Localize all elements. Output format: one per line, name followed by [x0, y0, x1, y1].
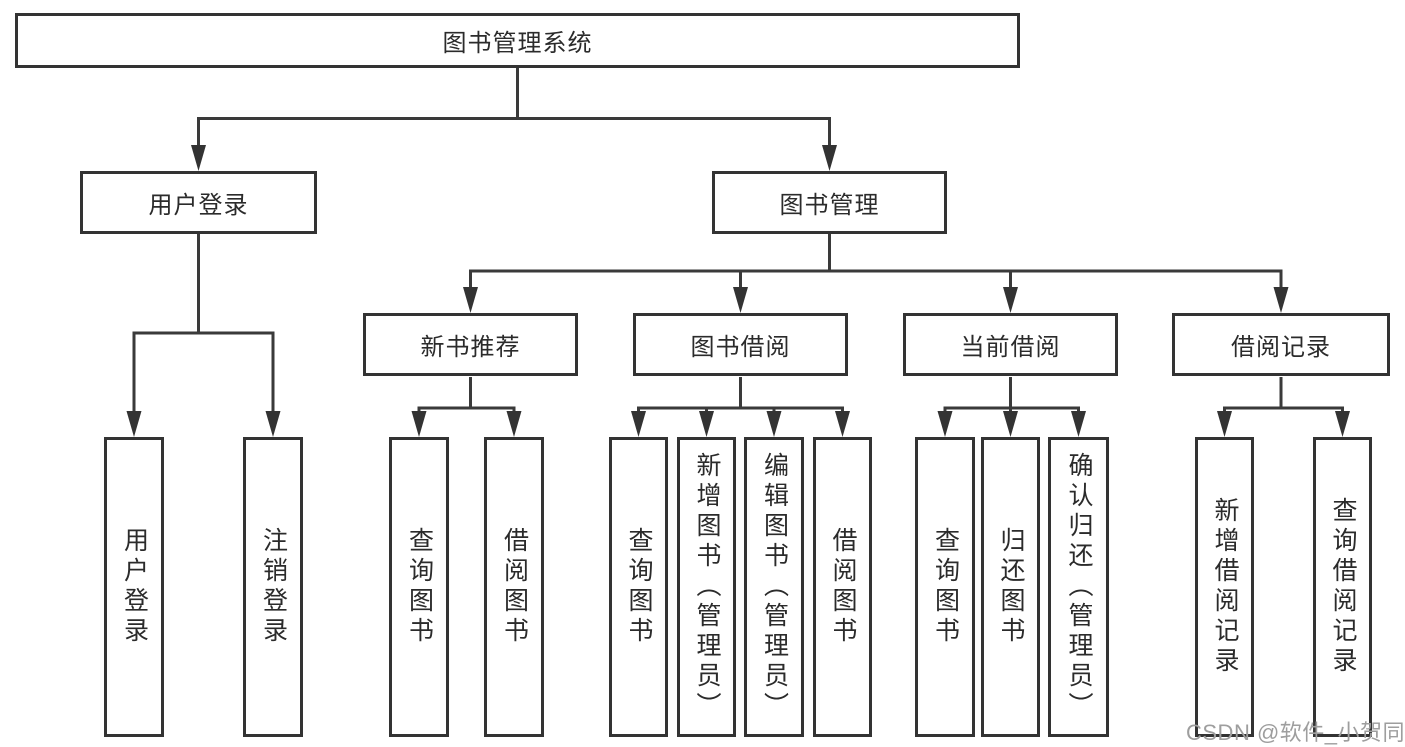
node-book-borrow: 图书借阅: [633, 313, 848, 376]
leaf-return-books: 归还图书: [981, 437, 1040, 737]
node-user-login-branch: 用户登录: [80, 171, 317, 234]
arrowhead: [1273, 287, 1289, 313]
connector-records-to-leaves: [1223, 377, 1344, 432]
csdn-watermark: CSDN @软件_小贺同学: [1186, 720, 1405, 745]
node-current-borrow: 当前借阅: [903, 313, 1118, 376]
node-book-management-branch: 图书管理: [712, 171, 947, 234]
connectors: [126, 68, 1350, 437]
arrowhead: [463, 287, 478, 313]
leaf-label: 注销登录: [259, 527, 288, 647]
connector-borrow-to-leaves: [637, 377, 844, 432]
arrowhead: [699, 411, 714, 437]
leaf-label: 新增借阅记录: [1211, 497, 1239, 677]
leaf-borrow-books: 借阅图书: [813, 437, 872, 737]
node-label: 新书推荐: [420, 334, 521, 361]
connector-root-to-level2: [197, 68, 831, 166]
arrowhead: [835, 411, 850, 437]
leaf-label: 查询图书: [405, 527, 434, 647]
arrowhead: [1003, 411, 1018, 437]
arrowhead: [1003, 287, 1018, 313]
arrowhead: [631, 411, 646, 437]
arrowhead: [126, 411, 142, 437]
arrowhead: [1335, 411, 1350, 437]
arrowhead: [411, 411, 427, 437]
leaf-confirm-return-admin: 确认归还（管理员）: [1048, 437, 1109, 737]
node-root-system: 图书管理系统: [15, 13, 1020, 68]
leaf-query-borrow-record: 查询借阅记录: [1313, 437, 1372, 737]
node-borrow-records: 借阅记录: [1172, 313, 1390, 376]
connector-userlogin-to-leaves: [132, 234, 275, 432]
arrowhead: [191, 145, 206, 171]
leaf-label: 借阅图书: [500, 527, 529, 647]
leaf-label: 确认归还（管理员）: [1065, 452, 1093, 722]
leaf-label: 归还图书: [997, 527, 1025, 647]
arrowhead: [733, 287, 748, 313]
leaf-label: 查询图书: [931, 527, 960, 647]
connector-bookmgmt-to-level3: [469, 234, 1283, 308]
node-label: 图书管理: [779, 192, 880, 219]
node-label: 当前借阅: [960, 334, 1061, 361]
node-label: 用户登录: [148, 192, 249, 219]
node-label: 借阅记录: [1231, 334, 1331, 361]
leaf-logout: 注销登录: [243, 437, 303, 737]
connector-newbook-to-leaves: [417, 377, 516, 432]
leaf-query-books-recommend: 查询图书: [389, 437, 449, 737]
leaf-query-books-borrow: 查询图书: [609, 437, 668, 737]
leaf-edit-books-admin: 编辑图书（管理员）: [744, 437, 804, 737]
arrowhead: [1071, 411, 1086, 437]
leaf-add-borrow-record: 新增借阅记录: [1195, 437, 1254, 737]
node-label: 图书管理系统: [442, 30, 593, 57]
leaf-label: 查询图书: [625, 527, 653, 647]
node-new-book-recommend: 新书推荐: [363, 313, 578, 376]
leaf-label: 借阅图书: [829, 527, 857, 647]
arrowhead: [1217, 411, 1232, 437]
leaf-borrow-books-recommend: 借阅图书: [484, 437, 544, 737]
connector-current-to-leaves: [943, 377, 1080, 432]
leaf-label: 编辑图书（管理员）: [760, 452, 789, 722]
leaf-user-login: 用户登录: [104, 437, 164, 737]
arrowhead: [766, 411, 782, 437]
leaf-label: 新增图书（管理员）: [693, 452, 721, 722]
arrowhead: [822, 145, 837, 171]
leaf-label: 用户登录: [120, 527, 149, 647]
arrowhead: [506, 411, 522, 437]
arrowhead: [937, 411, 953, 437]
leaf-label: 查询借阅记录: [1329, 497, 1357, 677]
arrowhead: [265, 411, 281, 437]
leaf-add-books-admin: 新增图书（管理员）: [677, 437, 736, 737]
leaf-query-books-current: 查询图书: [915, 437, 975, 737]
node-label: 图书借阅: [690, 334, 791, 361]
